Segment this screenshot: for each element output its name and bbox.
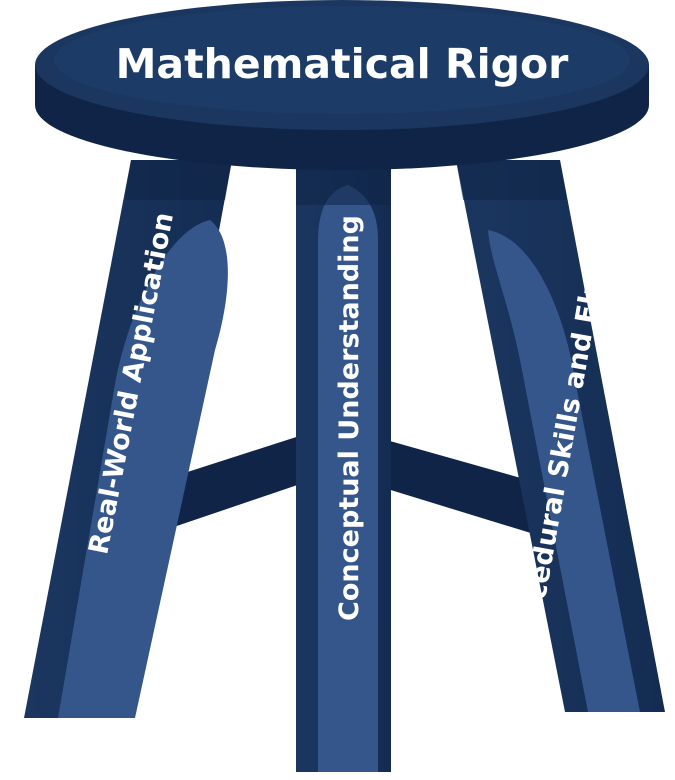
seat-label: Mathematical Rigor xyxy=(116,40,570,88)
left-leg xyxy=(24,160,232,718)
center-leg xyxy=(296,165,391,772)
seat xyxy=(35,0,649,170)
center-leg-label: Conceptual Understanding xyxy=(334,215,365,621)
right-leg xyxy=(456,160,665,712)
